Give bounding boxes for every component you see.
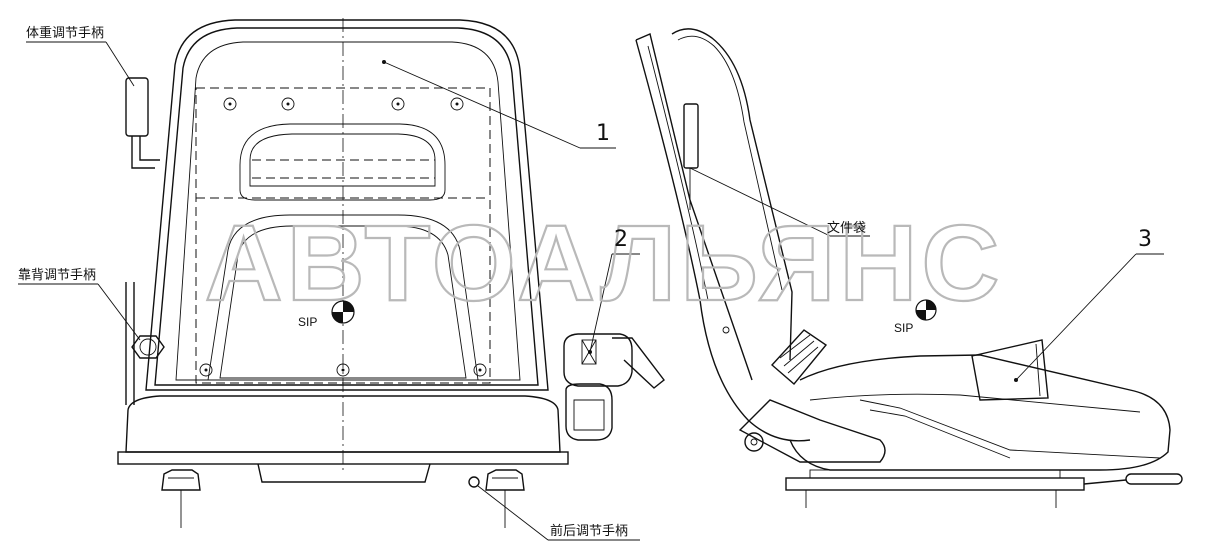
upper-cutout (239, 123, 446, 201)
lumbar-area (207, 214, 479, 381)
backrest-panel (175, 41, 521, 381)
sip-label-front: SIP (298, 315, 317, 329)
seatbelt-buckle (563, 333, 665, 441)
recline-hinge (722, 326, 886, 463)
feet-left (161, 469, 201, 528)
weight-handle-knob[interactable] (125, 77, 149, 137)
callout-2: 2 (614, 227, 628, 252)
callout-3: 3 (1138, 227, 1152, 252)
fore-aft-handle-label: 前后调节手柄 (550, 523, 628, 539)
seat-cushion-side (789, 354, 1171, 471)
backrest-adjust-knob[interactable] (131, 335, 165, 359)
seat-base-plate (117, 451, 569, 465)
sip-marker-side (915, 299, 937, 321)
document-pocket-label: 文件袋 (827, 221, 866, 236)
thigh-pad (971, 339, 1049, 401)
lumbar-knob[interactable] (770, 329, 828, 385)
fore-aft-lever-side[interactable] (1083, 473, 1183, 485)
backrest-outline (635, 39, 811, 442)
weight-handle-rod (131, 136, 155, 169)
hidden-frame (195, 87, 491, 384)
backrest-front-edge (671, 28, 793, 361)
backrest-rear-edge (635, 33, 753, 381)
weight-handle-label: 体重调节手柄 (26, 25, 104, 41)
leader-lines (18, 41, 1164, 541)
callout-1: 1 (596, 121, 610, 146)
side-view (635, 28, 1183, 508)
feet-right (468, 469, 525, 528)
sip-marker-front (331, 300, 355, 324)
slide-rail-base (785, 477, 1085, 491)
underside-box (257, 463, 431, 483)
mounting-bolts (199, 97, 487, 377)
front-view (117, 18, 665, 528)
sip-label-side: SIP (894, 321, 913, 335)
watermark: АВТОАЛЬЯНС (205, 202, 1004, 323)
backrest-outer (145, 19, 549, 391)
document-pocket (683, 103, 699, 169)
backrest-outer-inner-line (154, 27, 539, 386)
backrest-handle-label: 靠背调节手柄 (18, 268, 96, 283)
